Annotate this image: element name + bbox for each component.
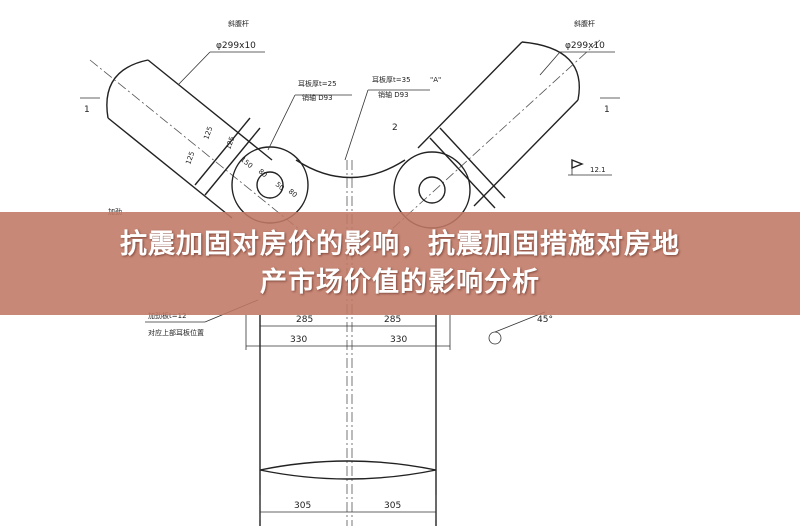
plate-right-thickness: 耳板厚t=35 [372, 75, 411, 84]
drawing-labels: 斜腹杆 φ299x10 斜腹杆 φ299x10 耳板厚t=25 销轴 D93 耳… [84, 19, 610, 511]
title-banner: 抗震加固对房价的影响，抗震加固措施对房地 产市场价值的影响分析 [0, 212, 800, 315]
title-line-1: 抗震加固对房价的影响，抗震加固措施对房地 [120, 228, 680, 260]
dim-330b: 330 [390, 335, 407, 345]
pipe-right-size: φ299x10 [565, 41, 605, 51]
left-diagonal-pipe [89, 59, 301, 231]
vertical-column [245, 160, 451, 526]
plate-right-bolt: 销轴 D93 [378, 90, 409, 99]
plate-left-bolt: 销轴 D93 [302, 93, 333, 102]
right-diagonal-pipe [379, 39, 601, 241]
angle-label: 45° [537, 315, 553, 325]
view-a-label: "A" [430, 76, 441, 84]
pipe-right-label: 斜腹杆 [574, 19, 595, 28]
dim-125a: 125 [202, 125, 214, 140]
lower-label: 加劲板t=12 [148, 311, 187, 320]
dim-80b: 80 [287, 187, 299, 199]
elevation-mark: 12.1 [590, 166, 606, 174]
section-right-label: 1 [604, 105, 610, 115]
lower-note: 对应上部耳板位置 [148, 328, 204, 337]
dim-125c: 125 [224, 135, 236, 150]
dimension-lines [246, 325, 450, 520]
plate-left-thickness: 耳板厚t=25 [298, 79, 337, 88]
dim-305b: 305 [384, 501, 401, 511]
section-left-label: 1 [84, 105, 90, 115]
dim-80a: 80 [257, 167, 269, 179]
dim-285b: 285 [384, 315, 401, 325]
dim-125b: 125 [184, 150, 196, 165]
mark-2-label: 2 [392, 123, 398, 133]
leader-lines [80, 51, 620, 345]
left-small-label: 加劲 [108, 207, 122, 216]
dim-330a: 330 [290, 335, 307, 345]
title-line-2: 产市场价值的影响分析 [260, 266, 540, 298]
dim-285a: 285 [296, 315, 313, 325]
dim-50: 50 [274, 180, 286, 192]
pipe-left-label: 斜腹杆 [228, 19, 249, 28]
dim-150: 150 [239, 155, 254, 170]
dim-305a: 305 [294, 501, 311, 511]
pipe-left-size: φ299x10 [216, 41, 256, 51]
